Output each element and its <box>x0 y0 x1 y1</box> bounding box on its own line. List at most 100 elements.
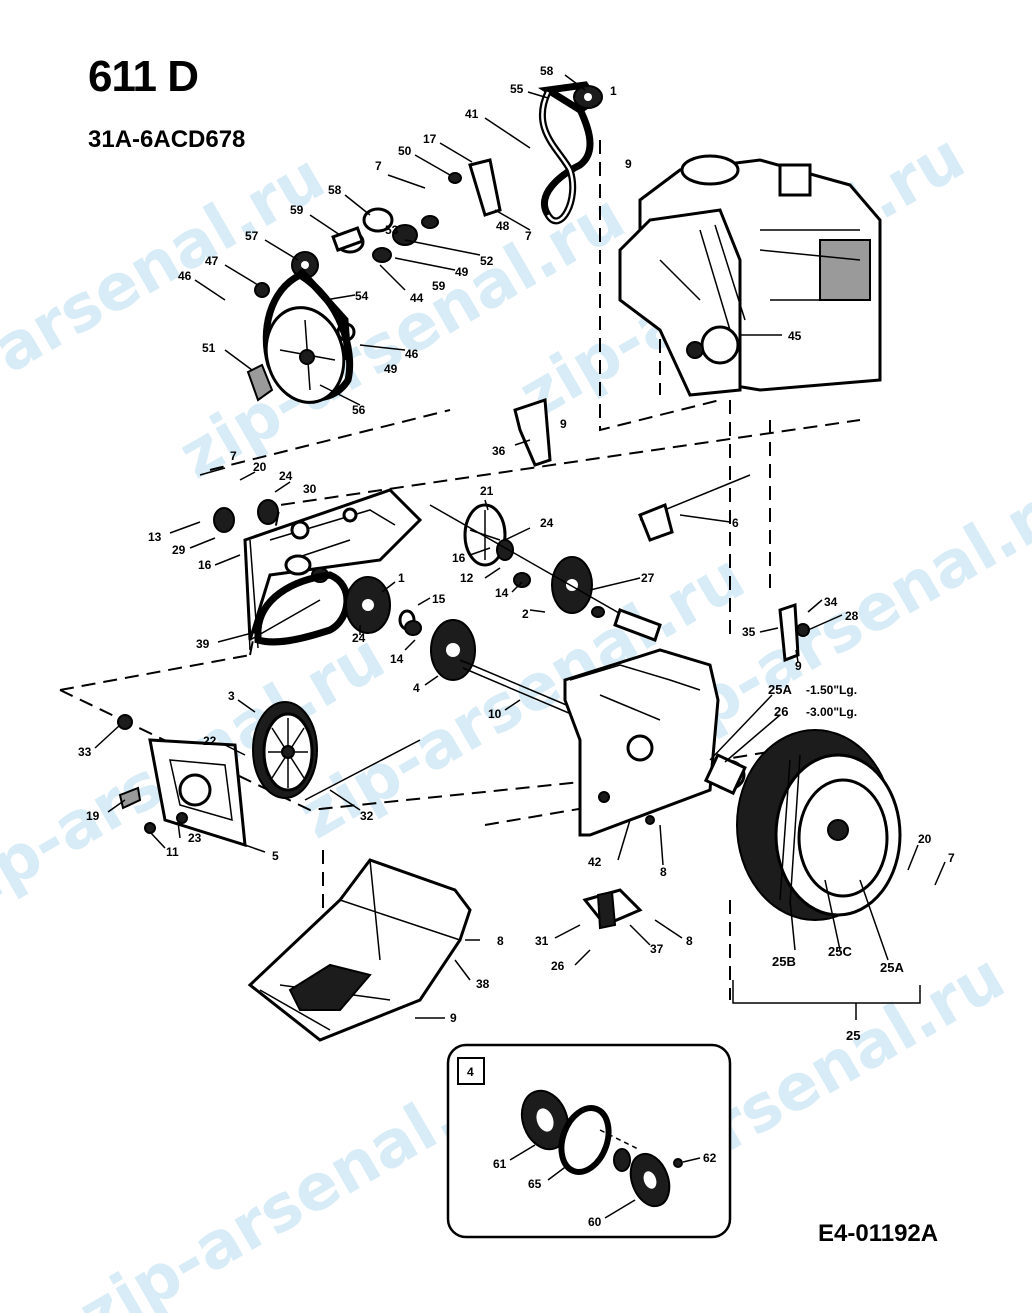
callout-23: 23 <box>188 831 202 845</box>
gearbox-frame <box>213 474 751 723</box>
callout-54: 54 <box>355 289 369 303</box>
callout-20: 20 <box>918 832 932 846</box>
inset-callout-61: 61 <box>493 1157 507 1171</box>
callout-39: 39 <box>196 637 210 651</box>
callout-53: 53 <box>385 223 399 237</box>
callout-2: 2 <box>522 607 529 621</box>
callout-59: 59 <box>290 203 304 217</box>
callout-9: 9 <box>450 1011 457 1025</box>
callout-42: 42 <box>588 855 602 869</box>
callout-32: 32 <box>360 809 374 823</box>
callout-16: 16 <box>198 558 212 572</box>
callout-7: 7 <box>525 229 532 243</box>
callout-9: 9 <box>795 659 802 673</box>
callout-7: 7 <box>948 851 955 865</box>
callout-25B: 25B <box>772 954 796 969</box>
callout-13: 13 <box>148 530 162 544</box>
callout-48: 48 <box>496 219 510 233</box>
callout-50: 50 <box>398 144 412 158</box>
inset-callout-65: 65 <box>528 1177 542 1191</box>
callout-12: 12 <box>460 571 474 585</box>
callout-35: 35 <box>742 625 756 639</box>
callout-17: 17 <box>423 132 437 146</box>
callout-20: 20 <box>253 460 267 474</box>
callout-22: 22 <box>203 734 217 748</box>
callout-46: 46 <box>405 347 419 361</box>
callout-41: 41 <box>465 107 479 121</box>
inset-callout-60: 60 <box>588 1215 602 1229</box>
model-number: 31A-6ACD678 <box>88 126 246 153</box>
callout-9: 9 <box>560 417 567 431</box>
bottom-cover <box>247 858 472 1042</box>
callout-14: 14 <box>390 652 404 666</box>
callout-25A: 25A <box>880 960 904 975</box>
callout-8: 8 <box>686 934 693 948</box>
callout-34: 34 <box>824 595 838 609</box>
callout-5: 5 <box>272 849 279 863</box>
callout-51: 51 <box>202 341 216 355</box>
callout-25: 25 <box>846 1028 860 1043</box>
callout-59: 59 <box>432 279 446 293</box>
callout-3: 3 <box>228 689 235 703</box>
callout-16: 16 <box>452 551 466 565</box>
callout-8: 8 <box>497 934 504 948</box>
page-title: 611 D <box>88 52 199 101</box>
callout-49: 49 <box>455 265 469 279</box>
callout-labels: 58 1 55 41 17 50 7 9 58 59 48 7 57 53 52… <box>78 64 955 1043</box>
callout-9: 9 <box>625 157 632 171</box>
callout-38: 38 <box>476 977 490 991</box>
callout-47: 47 <box>205 254 219 268</box>
inset-callout-62: 62 <box>703 1151 717 1165</box>
callout-28: 28 <box>845 609 859 623</box>
callout-7: 7 <box>375 159 382 173</box>
callout-52: 52 <box>480 254 494 268</box>
axle-spacer <box>703 753 747 796</box>
inset-label: 4 <box>467 1065 474 1079</box>
callout-55: 55 <box>510 82 524 96</box>
callout-4: 4 <box>413 681 420 695</box>
callout-24: 24 <box>540 516 554 530</box>
callout-7: 7 <box>230 449 237 463</box>
callout-8: 8 <box>660 865 667 879</box>
callout-56: 56 <box>352 403 366 417</box>
lever-bracket <box>582 888 643 930</box>
callout-15: 15 <box>432 592 446 606</box>
wheel-tire <box>736 729 902 921</box>
callout-10: 10 <box>488 707 502 721</box>
inset-detail-box: 4 61 65 60 62 <box>446 1043 732 1239</box>
side-plate-right <box>563 602 810 837</box>
callout-26-note: 26 <box>774 704 788 719</box>
callout-11: 11 <box>166 845 179 859</box>
callout-19: 19 <box>86 809 100 823</box>
callout-45: 45 <box>788 329 802 343</box>
callout-24: 24 <box>279 469 293 483</box>
callout-25C: 25C <box>828 944 852 959</box>
bracket-36 <box>513 397 552 467</box>
callout-21: 21 <box>480 484 494 498</box>
callout-14: 14 <box>495 586 509 600</box>
callout-37: 37 <box>650 942 664 956</box>
callout-1: 1 <box>610 84 617 98</box>
upper-drive-belts <box>246 81 603 404</box>
callout-46: 46 <box>178 269 192 283</box>
frame-plate-39 <box>244 539 321 651</box>
callout-24: 24 <box>352 631 366 645</box>
friction-wheel-3 <box>252 701 421 801</box>
engine <box>618 154 882 397</box>
callout-29: 29 <box>172 543 186 557</box>
callout-58: 58 <box>328 183 342 197</box>
callout-6: 6 <box>732 516 739 530</box>
callout-1: 1 <box>398 571 405 585</box>
callout-33: 33 <box>78 745 92 759</box>
callout-26: 26 <box>551 959 565 973</box>
callout-31: 31 <box>535 934 549 948</box>
callout-25A-length: -1.50"Lg. <box>806 683 857 697</box>
callout-30: 30 <box>303 482 317 496</box>
callout-25A-note: 25A <box>768 682 792 697</box>
callout-26-length: -3.00"Lg. <box>806 705 857 719</box>
callout-44: 44 <box>410 291 424 305</box>
callout-36: 36 <box>492 444 506 458</box>
drawing-code: E4-01192A <box>818 1220 939 1247</box>
